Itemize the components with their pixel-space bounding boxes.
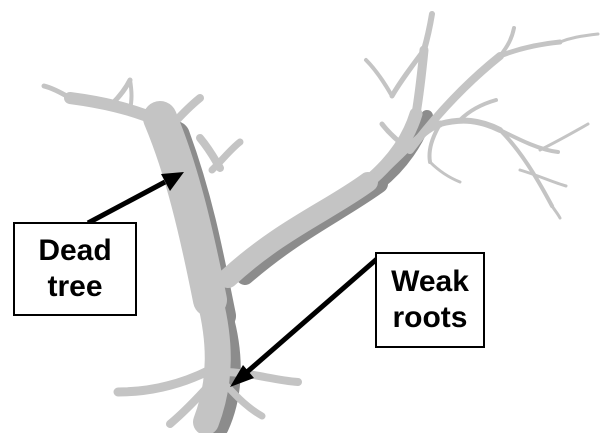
tree-body — [41, 11, 600, 433]
arrow-dead-tree — [86, 172, 184, 226]
label-weak-roots-text: Weak roots — [391, 265, 469, 334]
label-dead-tree-text: Dead tree — [38, 234, 112, 303]
label-weak-roots: Weak roots — [375, 252, 485, 348]
dead-tree-drawing — [41, 11, 600, 433]
label-dead-tree: Dead tree — [13, 222, 137, 316]
arrow-weak-roots — [230, 256, 380, 387]
